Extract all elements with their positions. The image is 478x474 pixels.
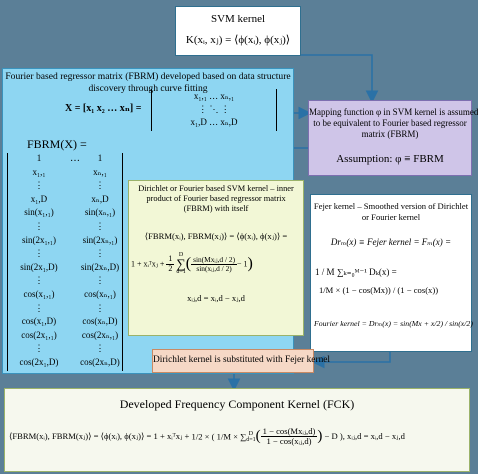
- substitute-box: Dirichlet kernel is substituted with Fej…: [152, 349, 331, 373]
- fbrm-matrix-entry: ⋮: [95, 180, 105, 191]
- fejer-line: Fejer kernel – Smoothed version of Diric…: [313, 201, 469, 211]
- dirichlet-eq2-lead: 1 + xᵢᵀxⱼ +: [131, 259, 167, 269]
- fbrm-matrix-entry: sin(2xₙ,₁): [82, 234, 118, 245]
- fbrm-matrix-entry: cos(x₁,₁): [23, 289, 55, 299]
- fejer-eq2-frac: 1 / M: [315, 267, 335, 277]
- fbrm-matrix-entry: cos(xₙ,D): [82, 316, 118, 327]
- sin-numerator: sin(Mxᵢⱼ,d / 2): [191, 254, 238, 265]
- x-matrix-row: x₁,₁ … xₙ,₁: [193, 91, 235, 101]
- fbrm-matrix-entry: ⋮: [34, 221, 44, 231]
- fbrm-matrix-entry: xₙ,D: [91, 193, 109, 204]
- svm-kernel-formula: K(xᵢ, xⱼ) = ⟨ϕ(xᵢ), ϕ(xⱼ)⟩: [185, 34, 291, 46]
- mapping-line: to be equivalent to Fourier based regres…: [313, 118, 467, 128]
- fbrm-matrix-entry: cos(2xₙ,D): [80, 357, 120, 367]
- dirichlet-line: Dirichlet or Fourier based SVM kernel – …: [138, 184, 294, 193]
- fbrm-matrix-entry: sin(2x₁,D): [20, 261, 58, 272]
- fbrm-matrix-entry: cos(2x₁,D): [19, 357, 59, 367]
- fck-tail: − D ), xᵢⱼ,d = xᵢ,d − xⱼ,d: [324, 431, 405, 442]
- fck-denominator: 1 − cos(xᵢⱼ,d): [266, 436, 312, 447]
- dirichlet-eq1: ⟨FBRM(xᵢ), FBRM(xⱼ)⟩ = ⟨ϕ(xᵢ), ϕ(xⱼ)⟩ =: [144, 231, 288, 241]
- fejer-eq1: Drₘ(x) ≡ Fejer kernel = Fₘ(x) =: [330, 237, 452, 247]
- svm-kernel-title: SVM kernel: [210, 13, 266, 25]
- arrow-fejer-to-substitute: [311, 352, 391, 369]
- x-matrix: x₁,₁ … xₙ,₁ ⋮ ⋱ ⋮ x₁,D … xₙ,D: [151, 89, 277, 131]
- fck-sum-lower: d=1: [246, 436, 256, 443]
- half-numerator: 1: [166, 254, 175, 265]
- fbrm-matrix-entry: cos(xₙ,₁): [84, 289, 116, 299]
- paren-close: ): [247, 255, 253, 273]
- fck-paren-open: (: [255, 428, 261, 445]
- fbrm-heading-line2: discovery through curve fitting: [88, 83, 208, 94]
- fck-mid: × ( 1/M × ∑: [204, 431, 247, 442]
- dirichlet-box: Dirichlet or Fourier based SVM kernel – …: [128, 180, 304, 336]
- fbrm-matrix-entry: x₁,D: [30, 193, 48, 204]
- assumption-text: Assumption: φ ≡ FBRM: [336, 153, 444, 165]
- fck-numerator: 1 − cos(Mxᵢⱼ,d): [260, 426, 318, 438]
- fbrm-matrix-entry: 1: [97, 153, 103, 163]
- paren-open: (: [185, 255, 192, 273]
- fbrm-matrix-entry: ⋮: [95, 221, 105, 231]
- fbrm-matrix-entry: ⋮: [34, 343, 44, 354]
- fck-title: Developed Frequency Component Kernel (FC…: [119, 397, 355, 411]
- fck-equation: ⟨FBRM(xᵢ), FBRM(xⱼ)⟩ = ⟨ϕ(xᵢ), ϕ(xⱼ)⟩ = …: [9, 426, 467, 447]
- fck-cos-ratio: 1 − cos(Mxᵢⱼ,d)1 − cos(xᵢⱼ,d): [260, 426, 318, 447]
- fejer-eq3: Fourier kernel = Drₘ(x) = sin(Mx + x/2) …: [314, 319, 473, 328]
- fbrm-matrix-entry: cos(2xₙ,₁): [81, 329, 119, 340]
- fbrm-heading-line1: Fourier based regressor matrix (FBRM) de…: [5, 71, 291, 82]
- x-matrix-lhs: X = [x₁ x₂ … xₙ] =: [65, 103, 142, 114]
- dirichlet-line: (FBRM) with itself: [183, 204, 249, 213]
- mapping-line: matrix (FBRM): [361, 129, 419, 139]
- fck-paren-close: ): [317, 428, 323, 445]
- sin-ratio: sin(Mxᵢⱼ,d / 2)sin(xᵢⱼ,d / 2): [191, 254, 238, 273]
- fbrm-matrix-entry: ⋮: [95, 343, 105, 354]
- dirichlet-line: product of Fourier based regressor matri…: [146, 194, 286, 203]
- mapping-line: Mapping function φ in SVM kernel is assu…: [309, 107, 478, 117]
- fbrm-row-dots: …: [70, 153, 80, 164]
- fbrm-matrix-entry: ⋮: [34, 248, 44, 259]
- fbrm-matrix-entry: sin(xₙ,₁): [84, 207, 116, 218]
- fbrm-matrix-entry: xₙ,₁: [93, 166, 107, 177]
- fbrm-matrix-entry: cos(2x₁,₁): [21, 329, 57, 340]
- sin-denominator: sin(xᵢⱼ,d / 2): [196, 263, 232, 273]
- fbrm-lhs: FBRM(X) =: [27, 137, 87, 151]
- fck-eq-lead: ⟨FBRM(xᵢ), FBRM(xⱼ)⟩ = ⟨ϕ(xᵢ), ϕ(xⱼ)⟩ = …: [9, 431, 190, 442]
- fbrm-matrix-entry: cos(x₁,D): [21, 316, 57, 327]
- sum-upper: D: [178, 252, 184, 258]
- svm-kernel-box: SVM kernel K(xᵢ, xⱼ) = ⟨ϕ(xᵢ), ϕ(xⱼ)⟩: [175, 6, 301, 56]
- fejer-eq2-rhs: 1/M × (1 − cos(Mx)) / (1 − cos(x)): [319, 285, 439, 295]
- fck-half: 1/2: [191, 431, 203, 442]
- minus-one: − 1: [237, 259, 248, 269]
- x-matrix-row: ⋮ ⋱ ⋮: [198, 104, 230, 114]
- sum-lower: d=1: [176, 269, 186, 276]
- sum-symbol: ∑: [176, 256, 186, 272]
- fck-sum-upper: D: [248, 430, 254, 437]
- fbrm-matrix-entry: ⋮: [95, 302, 105, 313]
- fbrm-matrix-entry: ⋮: [34, 275, 44, 286]
- fejer-eq2-sum: ∑ₖ₌₀ᴹ⁻¹ Dₖ(x) =: [337, 267, 397, 277]
- fbrm-matrix-entry: ⋮: [95, 248, 105, 259]
- dirichlet-def: xᵢⱼ,d = xᵢ,d − xⱼ,d: [187, 293, 245, 303]
- mapping-box: Mapping function φ in SVM kernel is assu…: [308, 100, 478, 176]
- fejer-box: Fejer kernel – Smoothed version of Diric…: [310, 194, 473, 352]
- fbrm-matrix: 1 x₁,₁ ⋮ x₁,D sin(x₁,₁) ⋮ sin(2x₁,₁) ⋮ sin(2x₁,D…: [7, 153, 123, 371]
- fbrm-matrix-entry: ⋮: [34, 180, 44, 191]
- fejer-line: or Fourier kernel: [361, 212, 421, 222]
- dirichlet-sum: D∑d=1: [176, 252, 186, 276]
- fck-box: Developed Frequency Component Kernel (FC…: [4, 388, 470, 472]
- fbrm-matrix-entry: x₁,₁: [32, 166, 46, 177]
- x-matrix-row: x₁,D … xₙ,D: [190, 117, 238, 127]
- fbrm-matrix-entry: 1: [36, 153, 42, 163]
- half-denominator: 2: [168, 263, 173, 273]
- substitute-text: Dirichlet kernel is substituted with Fej…: [153, 355, 331, 365]
- arrow-svm-to-mapping: [300, 54, 379, 104]
- fbrm-matrix-entry: sin(2x₁,₁): [21, 234, 57, 245]
- fbrm-matrix-entry: ⋮: [34, 302, 44, 313]
- fbrm-matrix-entry: sin(x₁,₁): [24, 207, 54, 218]
- fbrm-matrix-entry: ⋮: [95, 275, 105, 286]
- fbrm-matrix-entry: sin(2xₙ,D): [80, 261, 120, 272]
